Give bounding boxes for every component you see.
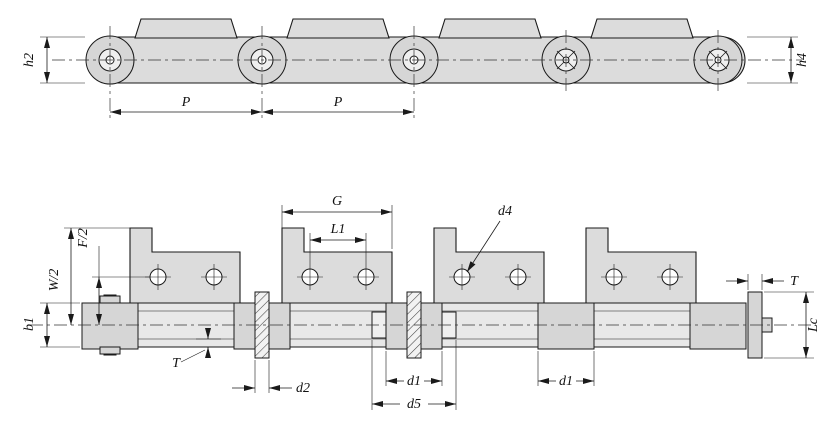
attachment-plate bbox=[585, 227, 697, 304]
dim-d1-right: d1 bbox=[537, 351, 595, 389]
dim-T-right: T bbox=[726, 274, 799, 290]
label-pitch-left: P bbox=[181, 95, 191, 110]
dim-d2: d2 bbox=[232, 360, 310, 396]
dim-L1: L1 bbox=[309, 222, 367, 264]
chain-attachment-view: G L1 d4 F/2 W/2 b1 bbox=[22, 194, 821, 412]
roller-blocks bbox=[81, 302, 747, 350]
dim-pitch-right: P bbox=[262, 95, 414, 115]
dim-G: G bbox=[281, 194, 393, 249]
attachment-plate bbox=[281, 227, 393, 304]
label-T-left: T bbox=[172, 356, 181, 371]
label-G: G bbox=[332, 194, 342, 209]
dim-h2: h2 bbox=[22, 36, 85, 84]
dim-T-left: T bbox=[172, 328, 221, 371]
dim-h4: h4 bbox=[747, 36, 810, 84]
pin-washer bbox=[99, 346, 121, 355]
pin-washer bbox=[99, 295, 121, 304]
label-d4: d4 bbox=[498, 204, 512, 219]
dim-d1-left: d1 bbox=[385, 351, 443, 389]
label-W-half: W/2 bbox=[47, 269, 62, 292]
centerline bbox=[52, 26, 802, 121]
dim-pitch-left: P bbox=[110, 95, 262, 115]
label-d2: d2 bbox=[296, 381, 310, 396]
label-Lc: Lc bbox=[806, 317, 821, 333]
attachment-plate bbox=[433, 227, 545, 304]
dim-d5: d5 bbox=[371, 340, 457, 412]
dim-d4-leader: d4 bbox=[466, 204, 512, 273]
label-d5: d5 bbox=[407, 397, 421, 412]
dim-W-half: W/2 bbox=[47, 227, 130, 325]
label-h4: h4 bbox=[795, 53, 810, 67]
label-d1-right: d1 bbox=[559, 374, 573, 389]
attachment-tabs bbox=[134, 18, 694, 39]
label-L1: L1 bbox=[330, 222, 346, 237]
dim-Lc: Lc bbox=[764, 291, 821, 359]
dim-b1: b1 bbox=[22, 302, 80, 348]
label-pitch-right: P bbox=[333, 95, 343, 110]
label-F-half: F/2 bbox=[76, 228, 91, 248]
attachment-plate bbox=[129, 227, 241, 304]
chain-side-view: h2 h4 P P bbox=[22, 18, 810, 121]
label-d1-left: d1 bbox=[407, 374, 421, 389]
label-h2: h2 bbox=[22, 53, 37, 67]
label-b1: b1 bbox=[22, 317, 37, 331]
dim-F-half: F/2 bbox=[76, 228, 150, 325]
label-T-right: T bbox=[790, 274, 799, 289]
